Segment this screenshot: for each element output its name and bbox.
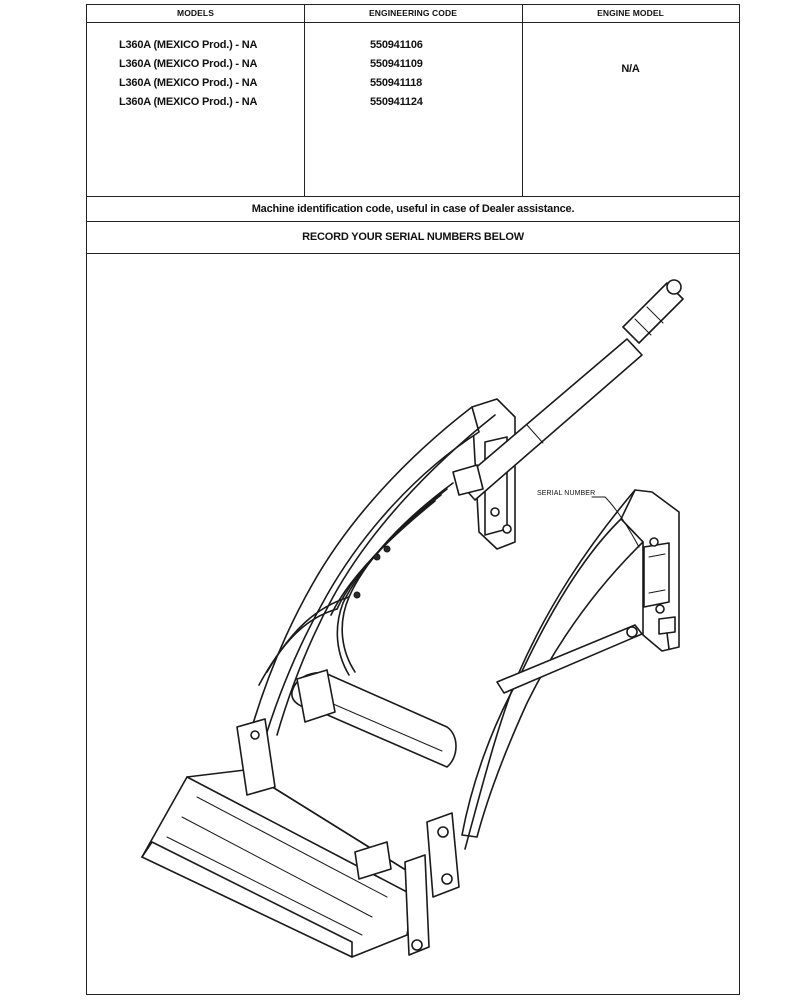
serial-number-callout: SERIAL NUMBER [537, 490, 596, 497]
right-lift-cylinder [496, 624, 643, 694]
engineering-code-cell: 550941109 [370, 58, 423, 70]
engineering-code-list: 550941106 550941109 550941118 550941124 [370, 36, 423, 112]
main-lift-cylinder [452, 279, 684, 501]
model-cell: L360A (MEXICO Prod.) - NA [119, 77, 258, 89]
left-boom-arm [251, 398, 516, 736]
engineering-code-cell: 550941106 [370, 39, 423, 51]
record-heading: RECORD YOUR SERIAL NUMBERS BELOW [302, 231, 524, 243]
loader-bucket [141, 718, 430, 958]
serial-number-leader [591, 496, 640, 548]
table-header: MODELS ENGINEERING CODE ENGINE MODEL [87, 5, 739, 23]
engineering-code-cell: 550941118 [370, 77, 423, 89]
engineering-code-cell: 550941124 [370, 96, 423, 108]
engine-model-header: ENGINE MODEL [597, 8, 664, 18]
hydraulic-hoses [258, 482, 454, 686]
column-divider [522, 5, 523, 196]
column-divider [304, 5, 305, 196]
models-header: MODELS [177, 8, 214, 18]
model-cell: L360A (MEXICO Prod.) - NA [119, 39, 258, 51]
divider [87, 196, 739, 197]
cross-tube [291, 669, 457, 768]
loader-drawing: SERIAL NUMBER [87, 257, 738, 994]
divider [87, 253, 739, 254]
engine-model-value: N/A [621, 63, 640, 75]
bucket-pivots [354, 812, 460, 898]
divider [87, 221, 739, 222]
models-list: L360A (MEXICO Prod.) - NA L360A (MEXICO … [119, 36, 257, 112]
loader-illustration [141, 279, 684, 958]
identification-note: Machine identification code, useful in c… [251, 203, 575, 215]
engineering-code-header: ENGINEERING CODE [368, 8, 458, 18]
model-cell: L360A (MEXICO Prod.) - NA [119, 58, 258, 70]
identification-sheet: MODELS ENGINEERING CODE ENGINE MODEL L36… [86, 4, 740, 995]
model-cell: L360A (MEXICO Prod.) - NA [119, 96, 258, 108]
